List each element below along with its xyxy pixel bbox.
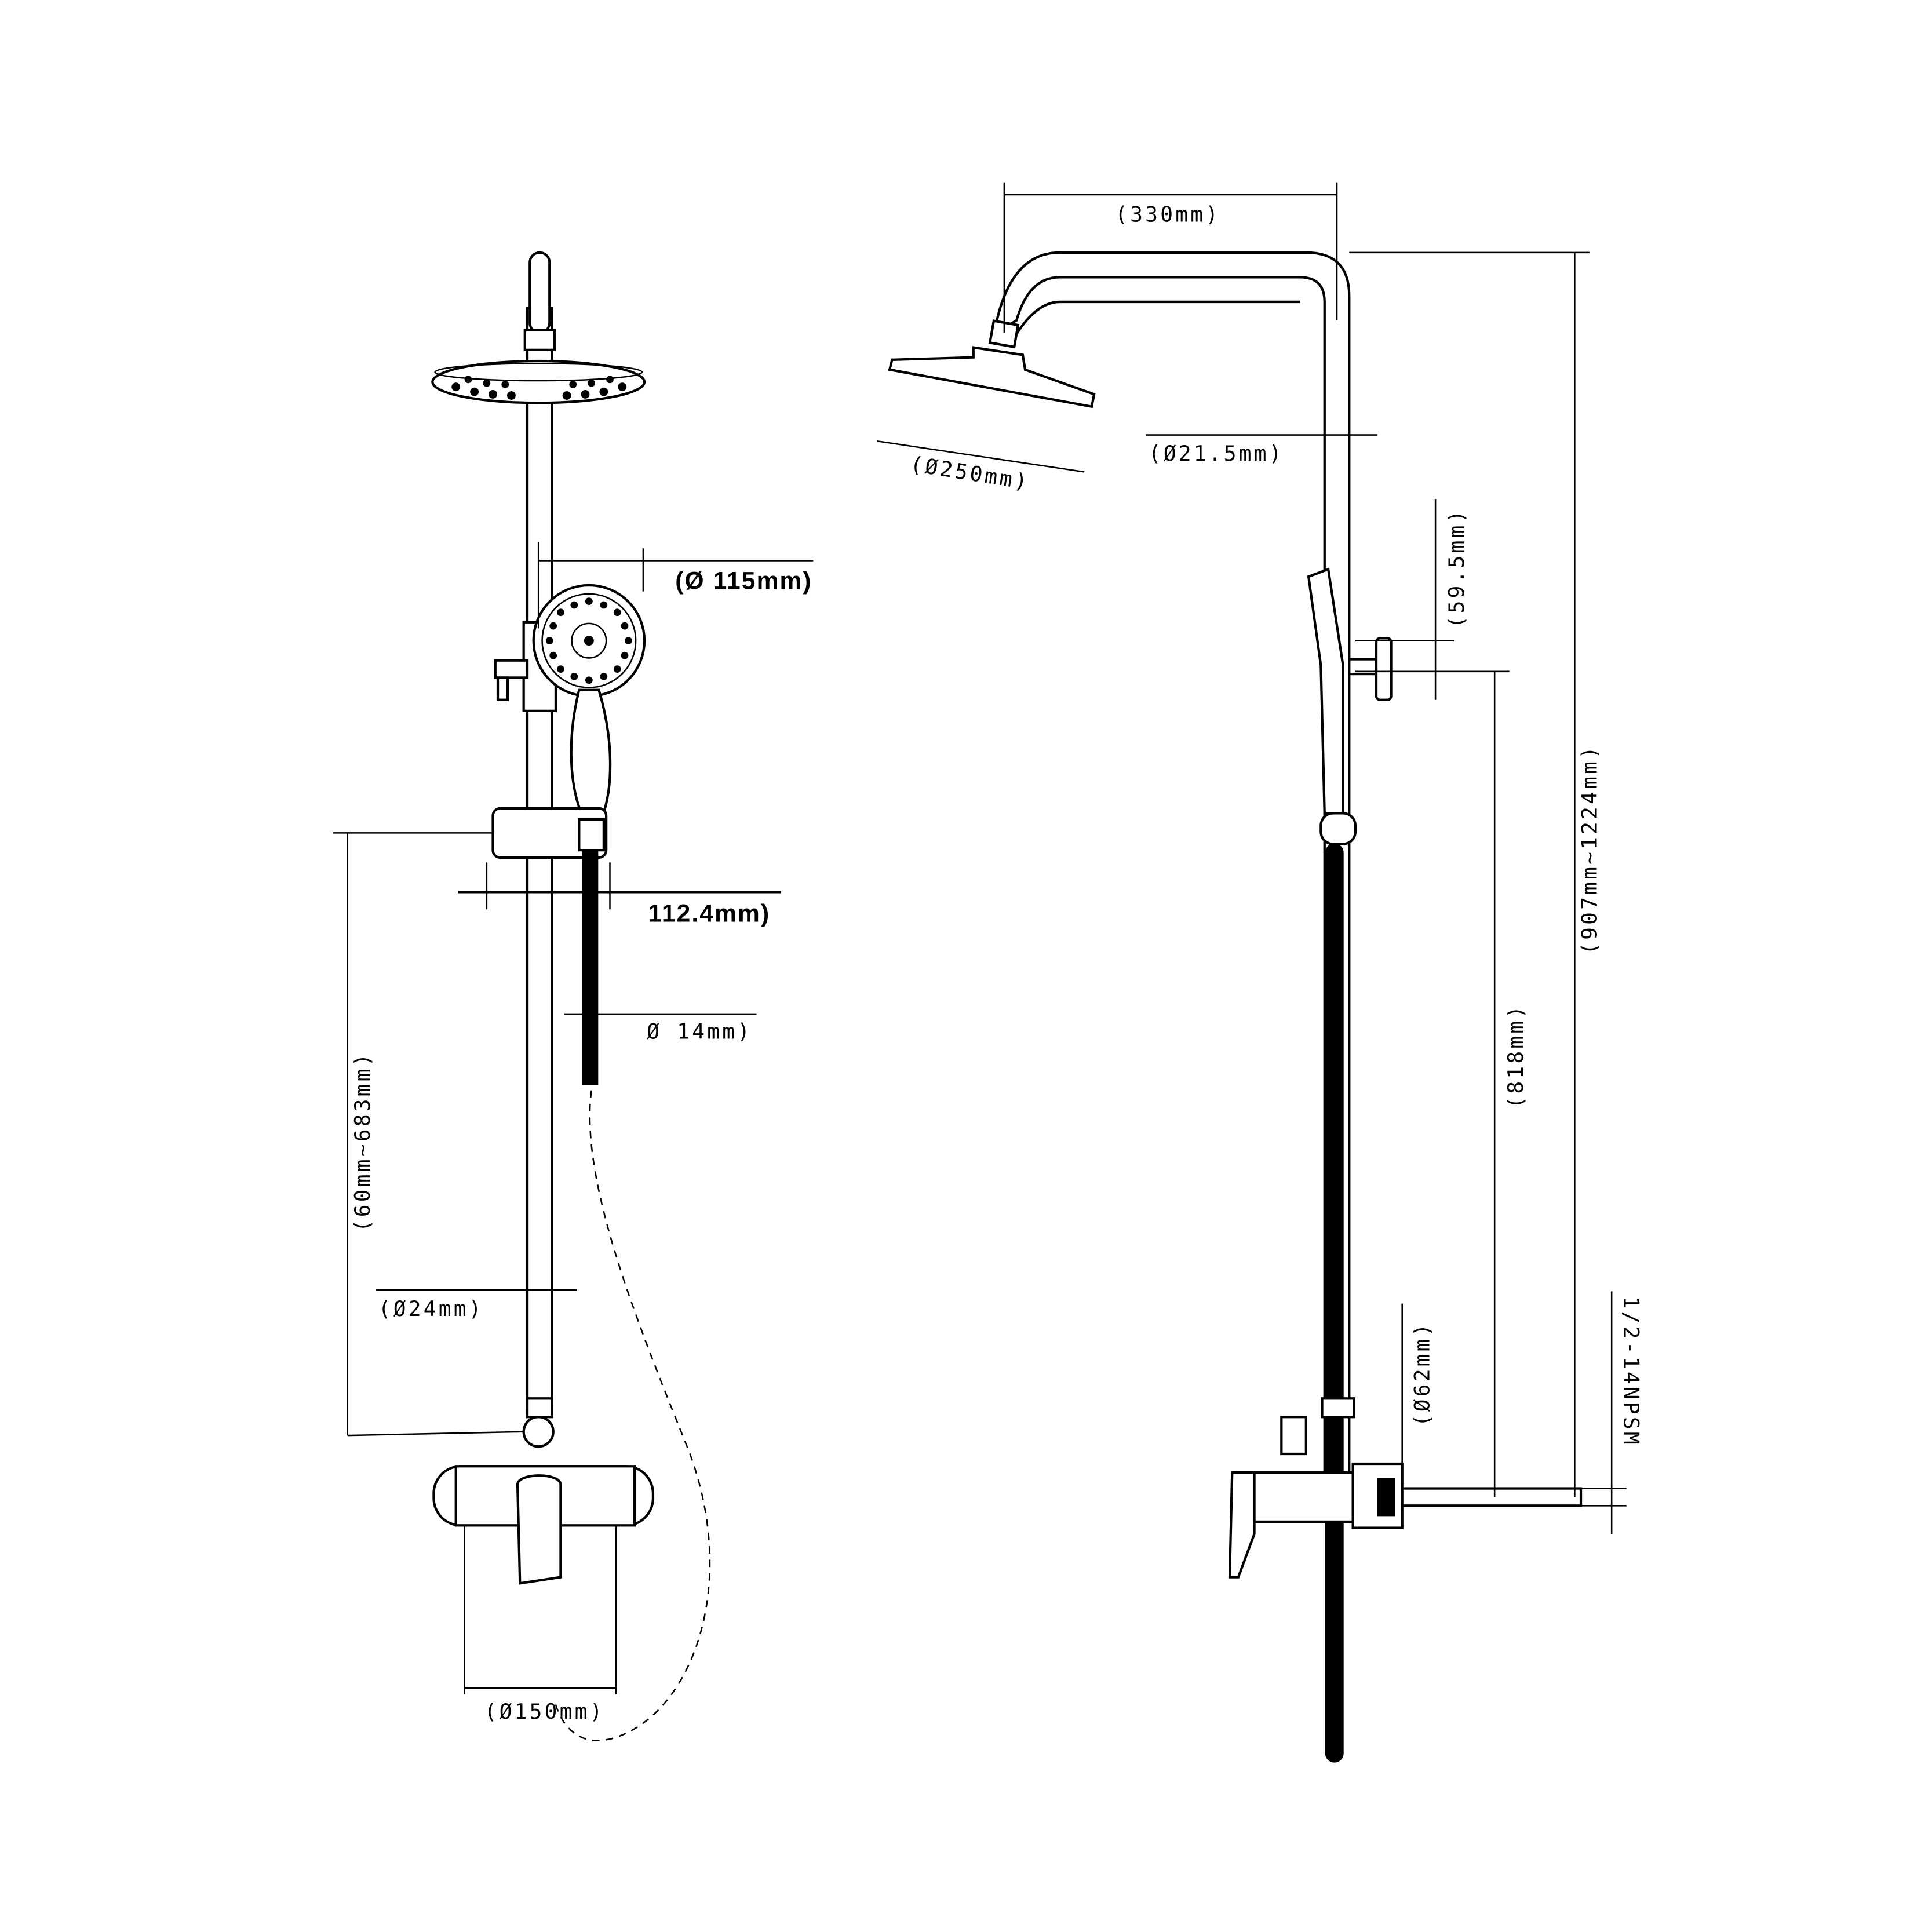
mixer-valve-side bbox=[1228, 1397, 1583, 1579]
svg-text:(818mm): (818mm) bbox=[1503, 1004, 1528, 1109]
svg-text:(330mm): (330mm) bbox=[1115, 202, 1220, 227]
dim-60-683: (60mm~683mm) bbox=[333, 832, 524, 1437]
dim-150: (Ø150mm) bbox=[464, 1525, 617, 1724]
dim-24: (Ø24mm) bbox=[376, 1289, 577, 1321]
rain-shower-head-side bbox=[888, 319, 1096, 409]
svg-text:(59.5mm): (59.5mm) bbox=[1444, 508, 1469, 628]
side-view: (330mm) (Ø21.5mm) (Ø250mm) (59.5mm) (907… bbox=[877, 182, 1643, 1763]
svg-text:(60mm~683mm): (60mm~683mm) bbox=[350, 1051, 375, 1232]
svg-text:(Ø 115mm): (Ø 115mm) bbox=[675, 567, 812, 595]
dim-907-1224: (907mm~1224mm) bbox=[1349, 251, 1602, 1497]
pipe-top-cap bbox=[528, 251, 551, 334]
svg-text:(Ø21.5mm): (Ø21.5mm) bbox=[1149, 441, 1284, 466]
hand-shower-handle bbox=[570, 688, 612, 821]
dim-330: (330mm) bbox=[1003, 182, 1338, 333]
hose bbox=[582, 850, 599, 1085]
head-connector bbox=[523, 329, 556, 351]
svg-text:Ø 14mm): Ø 14mm) bbox=[647, 1019, 752, 1044]
front-view: (Ø 115mm) 112.4mm) Ø 14mm) (60mm~683mm) … bbox=[333, 251, 814, 1741]
dim-59-5: (59.5mm) bbox=[1355, 499, 1510, 700]
slider-bracket bbox=[491, 807, 608, 859]
dim-115: (Ø 115mm) bbox=[537, 542, 814, 629]
hose-side bbox=[1325, 843, 1344, 1763]
dim-62: (Ø62mm) bbox=[1401, 1303, 1434, 1464]
svg-text:(Ø250mm): (Ø250mm) bbox=[909, 451, 1031, 495]
rain-shower-head bbox=[431, 359, 646, 404]
hose-dashed-path bbox=[553, 1090, 711, 1741]
hand-shower-side bbox=[1307, 567, 1393, 845]
dim-21-5: (Ø21.5mm) bbox=[1146, 434, 1378, 466]
svg-text:(907mm~1224mm): (907mm~1224mm) bbox=[1577, 744, 1602, 955]
dim-250: (Ø250mm) bbox=[877, 440, 1085, 495]
svg-text:1/2-14NPSM: 1/2-14NPSM bbox=[1618, 1296, 1643, 1447]
dim-818: (818mm) bbox=[1493, 671, 1528, 1497]
svg-text:(Ø24mm): (Ø24mm) bbox=[378, 1296, 484, 1321]
hand-shower-head bbox=[532, 584, 646, 698]
dim-npsm: 1/2-14NPSM bbox=[1581, 1291, 1643, 1534]
mixer-valve bbox=[432, 1397, 655, 1585]
svg-text:(Ø150mm): (Ø150mm) bbox=[484, 1699, 605, 1724]
svg-text:112.4mm): 112.4mm) bbox=[648, 900, 770, 927]
dim-14: Ø 14mm) bbox=[564, 1013, 757, 1044]
dim-112-4: 112.4mm) bbox=[458, 862, 782, 927]
svg-text:(Ø62mm): (Ø62mm) bbox=[1409, 1321, 1434, 1427]
